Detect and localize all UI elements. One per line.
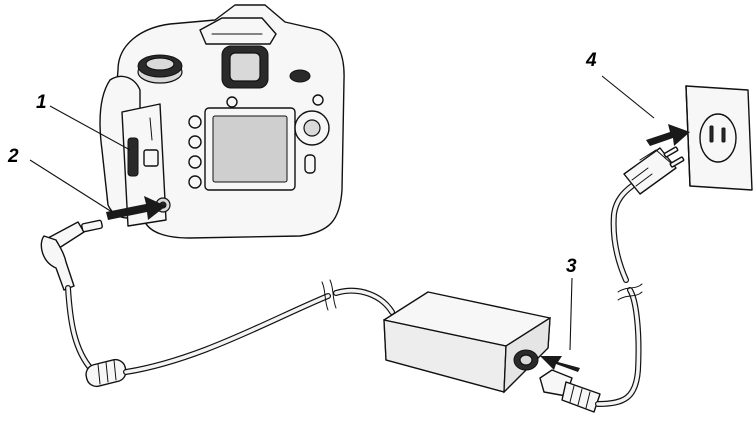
callout-4: 4 [585, 50, 597, 71]
dc-cable [40, 219, 395, 388]
leader-3 [569, 277, 573, 351]
ac-adapter [383, 291, 551, 394]
camera [99, 4, 345, 239]
callout-3: 3 [566, 256, 577, 277]
leader-1 [49, 105, 131, 151]
ferrite-core [85, 358, 127, 388]
callout-2: 2 [7, 146, 19, 167]
arrow-wall [646, 124, 690, 146]
ac-power-cord [539, 146, 685, 413]
arrow-dc-in [106, 196, 166, 220]
callout-1: 1 [36, 92, 47, 113]
wall-outlet [685, 85, 753, 191]
leader-2 [29, 159, 113, 213]
arrow-ac-inlet [540, 356, 580, 372]
leader-4 [601, 75, 655, 119]
